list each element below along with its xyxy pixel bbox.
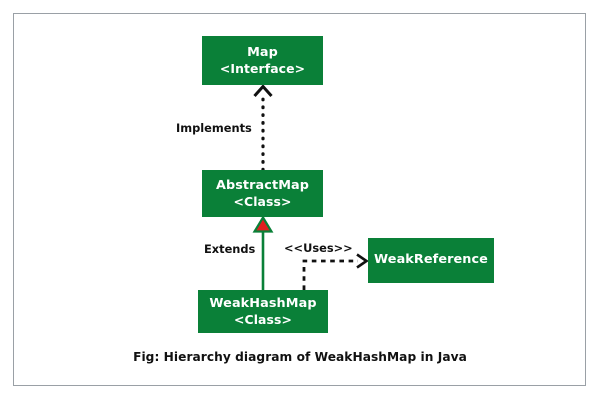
figure-caption: Fig: Hierarchy diagram of WeakHashMap in… — [133, 350, 467, 364]
class-node-map[interactable]: Map <Interface> — [202, 36, 323, 85]
class-node-abstractmap[interactable]: AbstractMap <Class> — [202, 170, 323, 217]
edge-label-uses: <<Uses>> — [284, 241, 353, 255]
edge-implements — [253, 84, 273, 172]
uses-open-arrowhead — [356, 253, 369, 269]
uses-dashed-line — [302, 259, 358, 290]
node-title: WeakHashMap — [209, 295, 317, 311]
diagram-frame-border — [13, 13, 586, 386]
class-node-weakhashmap[interactable]: WeakHashMap <Class> — [198, 290, 328, 333]
node-stereotype: <Interface> — [219, 60, 306, 76]
extends-filled-triangle-arrowhead — [252, 215, 274, 233]
edge-uses — [302, 253, 369, 290]
edge-label-implements: Implements — [176, 121, 252, 135]
node-title: AbstractMap — [215, 177, 310, 193]
edge-label-extends: Extends — [204, 242, 256, 256]
node-title: WeakReference — [374, 252, 488, 268]
node-title: Map — [247, 44, 278, 60]
node-stereotype: <Class> — [234, 311, 292, 327]
class-node-weakreference[interactable]: WeakReference — [368, 238, 494, 283]
node-stereotype: <Class> — [233, 193, 292, 209]
edge-extends — [252, 215, 274, 290]
implements-open-arrowhead — [253, 84, 273, 98]
